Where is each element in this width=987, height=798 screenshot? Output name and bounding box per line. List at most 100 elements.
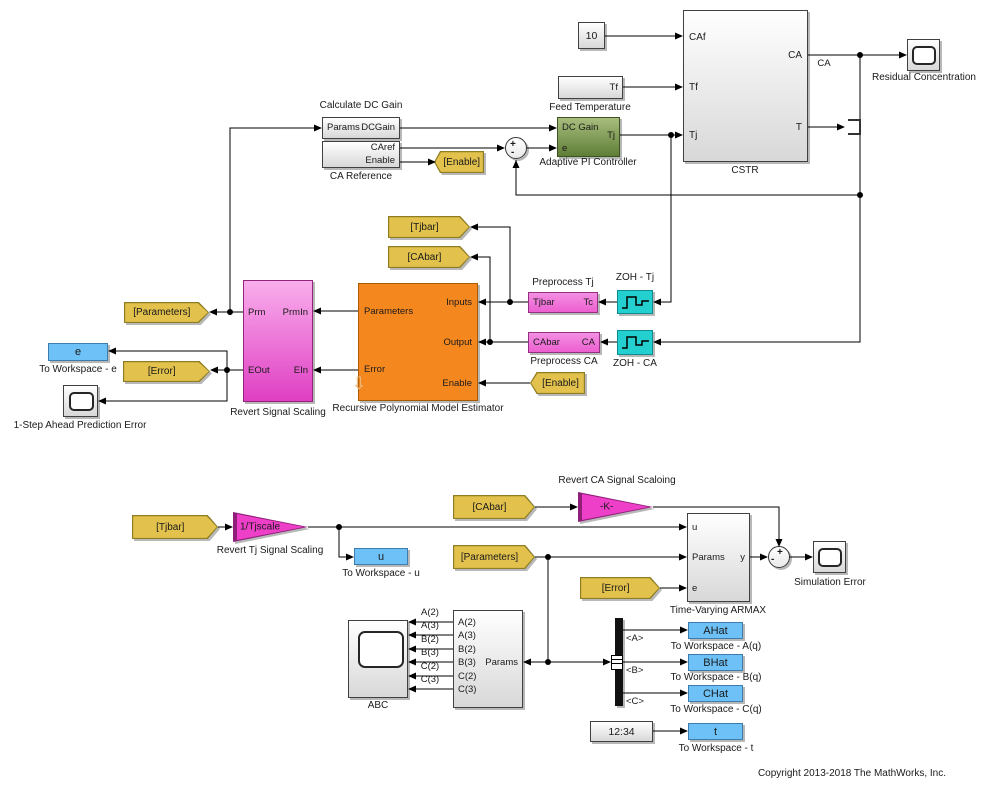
calculate-dc-gain-block[interactable]: Params DCGain (322, 117, 400, 139)
goto-error-text: [Error] (147, 366, 176, 377)
feed-temperature-block[interactable]: Tf (558, 76, 623, 99)
demux-port-b2: B(2) (458, 644, 476, 655)
to-workspace-u-label: To Workspace - u (342, 568, 420, 579)
sum-sim-plus-sign: + (777, 547, 783, 558)
from-parameters-tag[interactable]: [Parameters] (453, 545, 535, 569)
to-workspace-bhat-block[interactable]: BHat (688, 654, 743, 671)
simulation-error-label: Simulation Error (794, 577, 866, 588)
to-workspace-ahat-block[interactable]: AHat (688, 622, 743, 639)
scope-display-icon (818, 548, 842, 567)
sum-simulation-block[interactable]: + - (768, 546, 790, 568)
demux-port-c3: C(3) (458, 684, 477, 695)
from-tjbar-tag[interactable]: [Tjbar] (132, 515, 218, 539)
abc-wire-label-b3: B(3) (421, 647, 439, 658)
cstr-port-caf: CAf (689, 32, 706, 43)
params-demux-block[interactable]: A(2) A(3) B(2) B(3) C(2) C(3) Params (453, 610, 523, 708)
demux-port-a3: A(3) (458, 630, 476, 641)
ca-wire-label: CA (817, 58, 831, 69)
gain-tjscale-label: Revert Tj Signal Scaling (216, 545, 324, 556)
copyright-text: Copyright 2013-2018 The MathWorks, Inc. (757, 768, 946, 779)
constant-caf-block[interactable]: 10 (578, 22, 605, 49)
calc-dc-gain-port-dcgain: DCGain (361, 122, 395, 133)
abc-wire-label-c2: C(2) (420, 661, 440, 672)
to-workspace-chat-block[interactable]: CHat (688, 685, 743, 702)
gain-tjscale-block[interactable]: 1/Tjscale (233, 512, 308, 542)
terminator-icon (848, 119, 861, 135)
revert-port-prmin: PrmIn (282, 307, 308, 318)
to-workspace-u-block[interactable]: u (354, 548, 408, 565)
to-workspace-e-value: e (74, 346, 82, 358)
from-enable-tag[interactable]: [Enable] (530, 372, 585, 394)
preprocess-ca-label: Preprocess CA (530, 356, 598, 367)
estimator-port-parameters: Parameters (364, 306, 414, 317)
goto-cabar-text: [CAbar] (407, 251, 442, 263)
armax-port-y: y (740, 552, 745, 563)
gain-ca-block[interactable]: -K- (578, 492, 653, 522)
demux-port-c2: C(2) (458, 671, 477, 682)
gain-ca-label: Revert CA Signal Scaloing (558, 475, 676, 486)
calculate-dc-gain-label: Calculate DC Gain (319, 100, 403, 111)
goto-enable-tag[interactable]: [Enable] (434, 151, 484, 173)
residual-concentration-label: Residual Concentration (872, 72, 976, 83)
abc-wire-label-b2: B(2) (421, 634, 439, 645)
adaptive-pi-port-tj: Tj (607, 130, 615, 141)
preprocess-ca-block[interactable]: CAbar CA (528, 332, 600, 353)
cstr-block[interactable]: CAf Tf Tj CA T (683, 10, 808, 162)
revert-signal-scaling-block[interactable]: Prm PrmIn EOut EIn (243, 280, 313, 402)
revert-port-prm: Prm (248, 307, 266, 318)
simulation-error-scope[interactable] (813, 541, 846, 573)
adaptive-pi-port-e: e (562, 143, 568, 154)
to-workspace-e-label: To Workspace - e (39, 364, 117, 375)
to-workspace-t-value: t (713, 725, 718, 738)
demux-port-a2: A(2) (458, 617, 476, 628)
ca-reference-label: CA Reference (329, 171, 393, 182)
time-varying-armax-block[interactable]: u Params e y (687, 513, 750, 602)
from-tjbar-text: [Tjbar] (156, 521, 185, 533)
abc-wire-label-c3: C(3) (420, 674, 440, 685)
recursive-estimator-block[interactable]: Parameters Error Inputs Output Enable (358, 283, 478, 401)
sum-ref-minus-sign: - (511, 147, 515, 158)
zoh-ca-block[interactable] (617, 330, 653, 355)
zoh-ca-label: ZOH - CA (613, 358, 657, 369)
bus-label-a: <A> (626, 633, 644, 644)
preprocess-tj-port-tjbar: Tjbar (533, 297, 555, 308)
preprocess-tj-block[interactable]: Tjbar Tc (528, 292, 598, 313)
digital-clock-block[interactable]: 12:34 (590, 721, 653, 742)
gain-tjscale-value: 1/Tjscale (240, 521, 281, 533)
preprocess-ca-port-cabar: CAbar (533, 337, 560, 348)
residual-concentration-scope[interactable] (907, 39, 940, 71)
adaptive-pi-controller-label: Adaptive PI Controller (539, 157, 637, 168)
abc-scope[interactable] (348, 620, 408, 698)
preprocess-ca-port-ca: CA (581, 337, 595, 348)
cstr-port-tj: Tj (689, 130, 698, 141)
to-workspace-bhat-value: BHat (703, 656, 728, 669)
feed-temperature-port-tf: Tf (609, 82, 618, 93)
abc-scope-label: ABC (367, 700, 389, 711)
prediction-error-scope[interactable] (63, 385, 98, 417)
goto-parameters-text: [Parameters] (133, 307, 191, 318)
estimator-port-error: Error (364, 364, 386, 375)
goto-parameters-tag[interactable]: [Parameters] (124, 302, 209, 323)
goto-error-tag[interactable]: [Error] (123, 361, 210, 382)
adaptive-pi-controller-block[interactable]: DC Gain e Tj (557, 117, 620, 157)
revert-signal-scaling-label: Revert Signal Scaling (230, 407, 326, 418)
estimator-port-output: Output (443, 337, 472, 348)
bus-label-c: <C> (626, 696, 644, 707)
to-workspace-t-block[interactable]: t (688, 723, 743, 740)
abc-wire-label-a3: A(3) (421, 620, 439, 631)
goto-cabar-tag[interactable]: [CAbar] (388, 246, 470, 268)
ca-reference-port-enable: Enable (365, 155, 395, 166)
goto-tjbar-tag[interactable]: [Tjbar] (388, 216, 470, 238)
from-cabar-tag[interactable]: [CAbar] (453, 495, 535, 519)
sum-ref-plus-sign: + (510, 139, 516, 150)
digital-clock-value: 12:34 (608, 725, 635, 738)
goto-tjbar-text: [Tjbar] (410, 221, 439, 233)
sum-reference-block[interactable]: + - (505, 137, 527, 159)
zoh-tj-block[interactable] (617, 290, 653, 314)
cstr-port-t: T (795, 122, 802, 133)
from-error-tag[interactable]: [Error] (580, 577, 660, 599)
ca-reference-block[interactable]: CAref Enable (322, 141, 400, 168)
calc-dc-gain-port-params: Params (327, 122, 360, 133)
feed-temperature-label: Feed Temperature (549, 102, 631, 113)
to-workspace-e-block[interactable]: e (48, 343, 108, 361)
